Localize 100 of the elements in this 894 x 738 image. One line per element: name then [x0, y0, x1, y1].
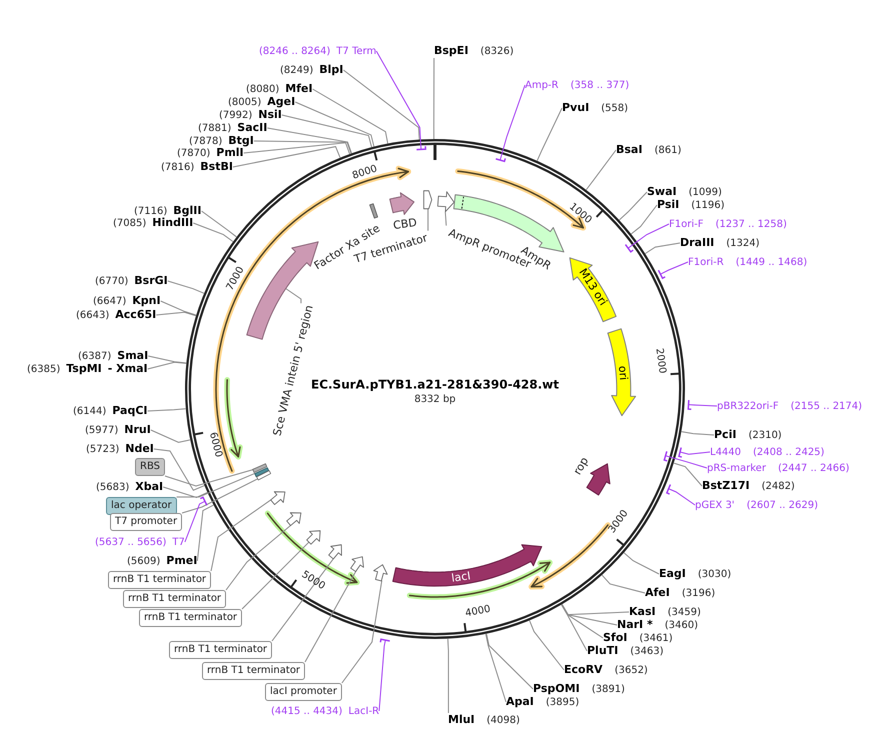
enzyme-name: EagI	[659, 567, 686, 580]
leader-line	[253, 140, 352, 154]
primer-range: (2447 .. 2466)	[778, 462, 850, 474]
enzyme-name: BtgI	[228, 134, 254, 147]
leader-line	[688, 399, 718, 410]
site-position: (7116)	[134, 206, 168, 217]
feature-label: RBS	[135, 458, 165, 476]
primer-name: LacI-R	[348, 706, 380, 716]
primer-range: (5637 .. 5656)	[95, 536, 166, 548]
primer-range: (2155 .. 2174)	[790, 400, 862, 412]
leader-line	[312, 88, 388, 144]
leader-line	[272, 558, 334, 642]
feature-label: lac operator	[106, 497, 177, 515]
leader-line	[560, 604, 588, 652]
primer-range: (4415 .. 4434)	[271, 706, 342, 716]
site-position: (3196)	[682, 588, 716, 599]
outline-arrow-icon	[373, 564, 388, 582]
enzyme-name: NdeI	[125, 442, 154, 455]
leader-line	[586, 150, 616, 190]
site-position: (3030)	[698, 569, 732, 580]
enzyme-name: PmlI	[216, 146, 244, 159]
tick-label: 4000	[464, 604, 492, 620]
outline-arrow-icon	[270, 490, 286, 506]
leader-line	[294, 102, 374, 148]
gene-feature	[607, 328, 637, 416]
enzyme-name: PluTI	[587, 644, 618, 657]
outline-arrow-icon	[286, 512, 302, 526]
outline-arrow-icon	[423, 190, 433, 210]
leader-line	[266, 128, 352, 154]
site-position: (5683)	[96, 482, 130, 493]
tick-label: 2000	[652, 347, 668, 374]
enzyme-name: KasI	[629, 605, 656, 618]
feature-name: lacI	[451, 569, 472, 585]
primer-name: pRS-marker	[707, 462, 766, 474]
site-position: (7881)	[198, 123, 232, 134]
leader-line	[536, 108, 562, 162]
enzyme-name: EcoRV	[564, 663, 603, 676]
site-position: (7085)	[113, 218, 146, 229]
feature-label: rrnB T1 terminator	[202, 662, 306, 680]
leader-line	[196, 504, 214, 562]
leader-line	[167, 280, 205, 294]
enzyme-name: AfeI	[645, 586, 670, 599]
leader-line	[495, 84, 526, 162]
primer-name: pBR322ori-F	[717, 400, 779, 412]
feature-name: rop	[570, 454, 592, 478]
site-position: (5609)	[127, 556, 160, 567]
leader-line	[162, 486, 208, 498]
site-position: (3895)	[546, 697, 580, 708]
site-position: (3891)	[592, 684, 625, 695]
enzyme-name: PaqCI	[112, 404, 148, 417]
leader-line	[666, 484, 696, 506]
enzyme-name: BsrGI	[134, 274, 168, 287]
enzyme-name: BstZ17I	[702, 479, 750, 492]
feature-name: ori	[616, 364, 630, 380]
primer-range: (8246 .. 8264)	[259, 46, 330, 56]
site-position: (6647)	[93, 296, 126, 307]
primer-name: L4440	[710, 446, 742, 458]
enzyme-name: SfoI	[603, 631, 628, 644]
site-position: (1196)	[691, 200, 725, 211]
leader-line	[561, 604, 618, 626]
primer-name: T7	[172, 536, 185, 548]
leader-line	[447, 638, 449, 714]
leader-line	[192, 222, 234, 242]
bar-icon	[256, 470, 272, 481]
leader-line	[485, 633, 506, 702]
leader-line	[644, 242, 680, 254]
enzyme-name: SacII	[237, 121, 268, 134]
leader-line	[147, 408, 186, 412]
enzyme-name: PmeI	[166, 554, 198, 567]
enzyme-name: SmaI	[117, 349, 148, 362]
site-position: (8005)	[228, 97, 262, 108]
enzyme-name: XbaI	[135, 480, 164, 493]
leader-line	[562, 604, 630, 616]
site-position: (6144)	[73, 406, 106, 417]
feature-label: T7 promoter	[110, 513, 182, 531]
site-position: (5977)	[85, 425, 118, 436]
site-position: (3463)	[630, 646, 664, 657]
primer-range: (1237 .. 1258)	[715, 218, 787, 230]
site-position: (8080)	[246, 84, 280, 95]
primer-range: (1449 .. 1468)	[736, 256, 808, 268]
site-position: (3461)	[639, 633, 673, 644]
leader-line	[210, 499, 272, 572]
site-position: (2310)	[748, 430, 782, 441]
outline-arrow-icon	[350, 556, 364, 572]
primer-range: (2408 .. 2425)	[753, 446, 824, 458]
site-position: (6643)	[76, 310, 110, 321]
leader-line	[602, 574, 646, 594]
bar-icon	[252, 463, 268, 474]
leader-line	[232, 146, 341, 168]
enzyme-name: BsaI	[616, 143, 642, 156]
enzyme-name: TspMI	[66, 362, 102, 375]
gene-feature	[392, 544, 542, 587]
site-position: (3652)	[614, 665, 648, 676]
gene-feature	[568, 257, 617, 323]
site-position: (6387)	[78, 351, 112, 362]
bar-icon	[369, 203, 378, 220]
leader-line	[285, 288, 302, 304]
enzyme-name: BspEI	[434, 44, 468, 57]
site-position: (1099)	[688, 187, 722, 198]
primer-name: F1ori-F	[669, 218, 704, 230]
